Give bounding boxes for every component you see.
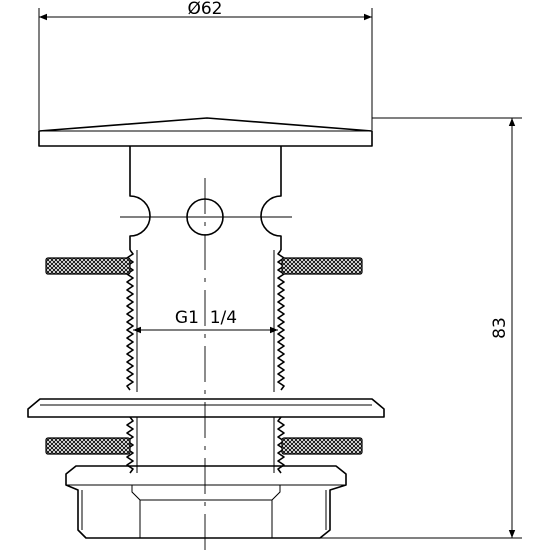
thread-dimension: G1 1/4 (133, 308, 278, 334)
plug-stem (129, 146, 282, 250)
plug-cap (38, 117, 373, 147)
diameter-label: Ø62 (187, 0, 222, 19)
thread-lower (126, 416, 285, 474)
upper-gaskets (45, 257, 363, 275)
lower-gaskets (45, 437, 363, 455)
flange-washer (27, 398, 385, 418)
diameter-dimension: Ø62 (38, 0, 373, 130)
height-dimension: 83 (320, 117, 522, 539)
thread-label: G1 1/4 (175, 308, 237, 328)
height-label: 83 (490, 317, 510, 339)
center-lines (120, 178, 292, 550)
locking-nut (65, 465, 347, 539)
